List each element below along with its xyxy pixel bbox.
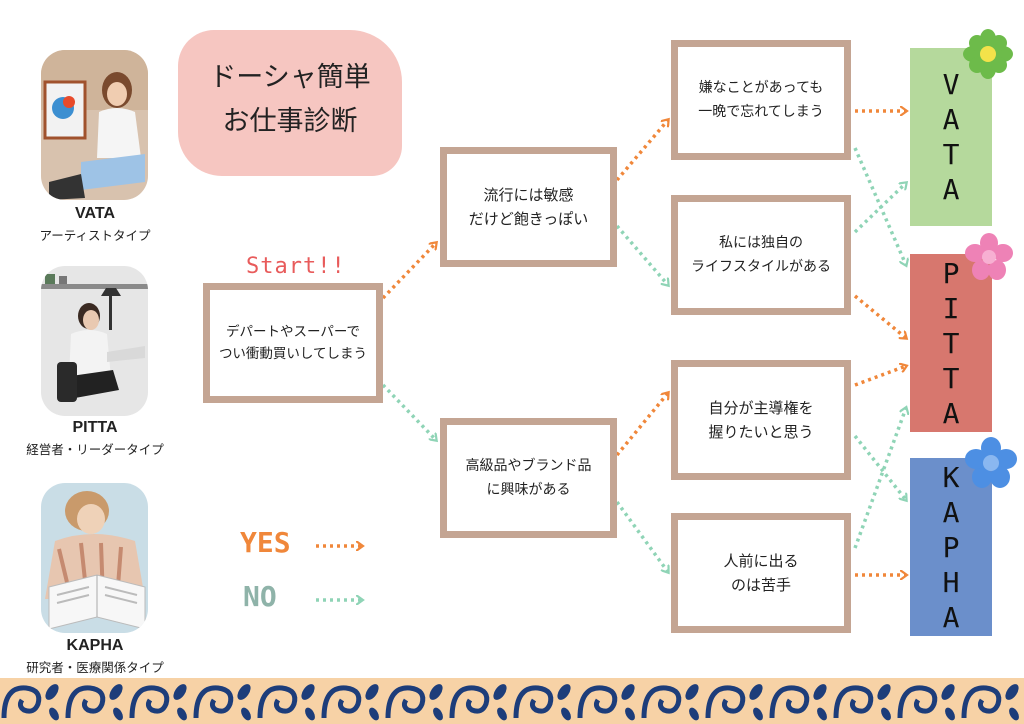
question-box-6: 自分が主導権を 握りたいと思う [671, 360, 851, 480]
question-box-7: 人前に出る のは苦手 [671, 513, 851, 633]
page-title: ドーシャ簡単 お仕事診断 [178, 56, 402, 144]
yes-arrow [615, 120, 668, 182]
title-line-2: お仕事診断 [222, 106, 358, 137]
question-box-5: 私には独自の ライフスタイルがある [671, 195, 851, 315]
profile-name: PITTA [72, 419, 118, 436]
yes-arrow [853, 294, 906, 338]
profile-name: VATA [75, 205, 115, 222]
no-arrow [381, 383, 436, 440]
scroll-pattern-icon [1, 684, 1019, 721]
profile-desc: 経営者・リーダータイプ [26, 443, 164, 457]
question-box-3: 高級品やブランド品 に興味がある [440, 418, 617, 538]
profile-desc: アーティストタイプ [39, 229, 151, 243]
profile-desc: 研究者・医療関係タイプ [26, 661, 164, 675]
yes-arrow [381, 243, 436, 300]
woman-reading-photo [41, 483, 148, 633]
yes-arrow [615, 393, 668, 457]
question-box-4: 嫌なことがあっても 一晩で忘れてしまう [671, 40, 851, 160]
no-arrow [853, 183, 906, 234]
question-text: 嫌なことがあっても 一晩で忘れてしまう [698, 80, 824, 120]
question-text: 流行には敏感 だけど飽きっぽい [468, 186, 589, 228]
kapha-photo [41, 483, 148, 633]
question-text: 高級品やブランド品 に興味がある [465, 458, 592, 498]
legend-no-label: NO [243, 580, 277, 613]
question-box-1: デパートやスーパーで つい衝動買いしてしまう [203, 283, 383, 403]
kapha-profile-label: KAPHA 研究者・医療関係タイプ [0, 637, 190, 676]
start-label: Start!! [246, 254, 346, 279]
vata-photo [41, 50, 148, 200]
decorative-border [0, 678, 1024, 724]
green-flower-icon [963, 29, 1013, 79]
no-arrow [615, 500, 668, 572]
pitta-photo [41, 266, 148, 416]
woman-at-desk-photo [41, 266, 148, 416]
pink-flower-icon [965, 233, 1013, 280]
question-text: デパートやスーパーで つい衝動買いしてしまう [218, 324, 368, 362]
legend-yes-label: YES [240, 526, 291, 559]
no-arrow [853, 408, 906, 549]
title-background [178, 30, 402, 176]
blue-flower-icon [965, 437, 1017, 488]
question-text: 私には独自の ライフスタイルがある [691, 235, 831, 275]
woman-painter-photo [41, 50, 148, 200]
title-line-1: ドーシャ簡単 [209, 62, 371, 93]
question-text: 人前に出る のは苦手 [723, 552, 799, 594]
pitta-profile-label: PITTA 経営者・リーダータイプ [0, 419, 190, 458]
vata-profile-label: VATA アーティストタイプ [0, 205, 190, 244]
question-box-2: 流行には敏感 だけど飽きっぽい [440, 147, 617, 267]
profile-name: KAPHA [66, 637, 124, 654]
yes-arrow [854, 366, 906, 387]
no-arrow [853, 434, 906, 500]
no-arrow [615, 224, 668, 285]
question-text: 自分が主導権を 握りたいと思う [708, 399, 814, 441]
